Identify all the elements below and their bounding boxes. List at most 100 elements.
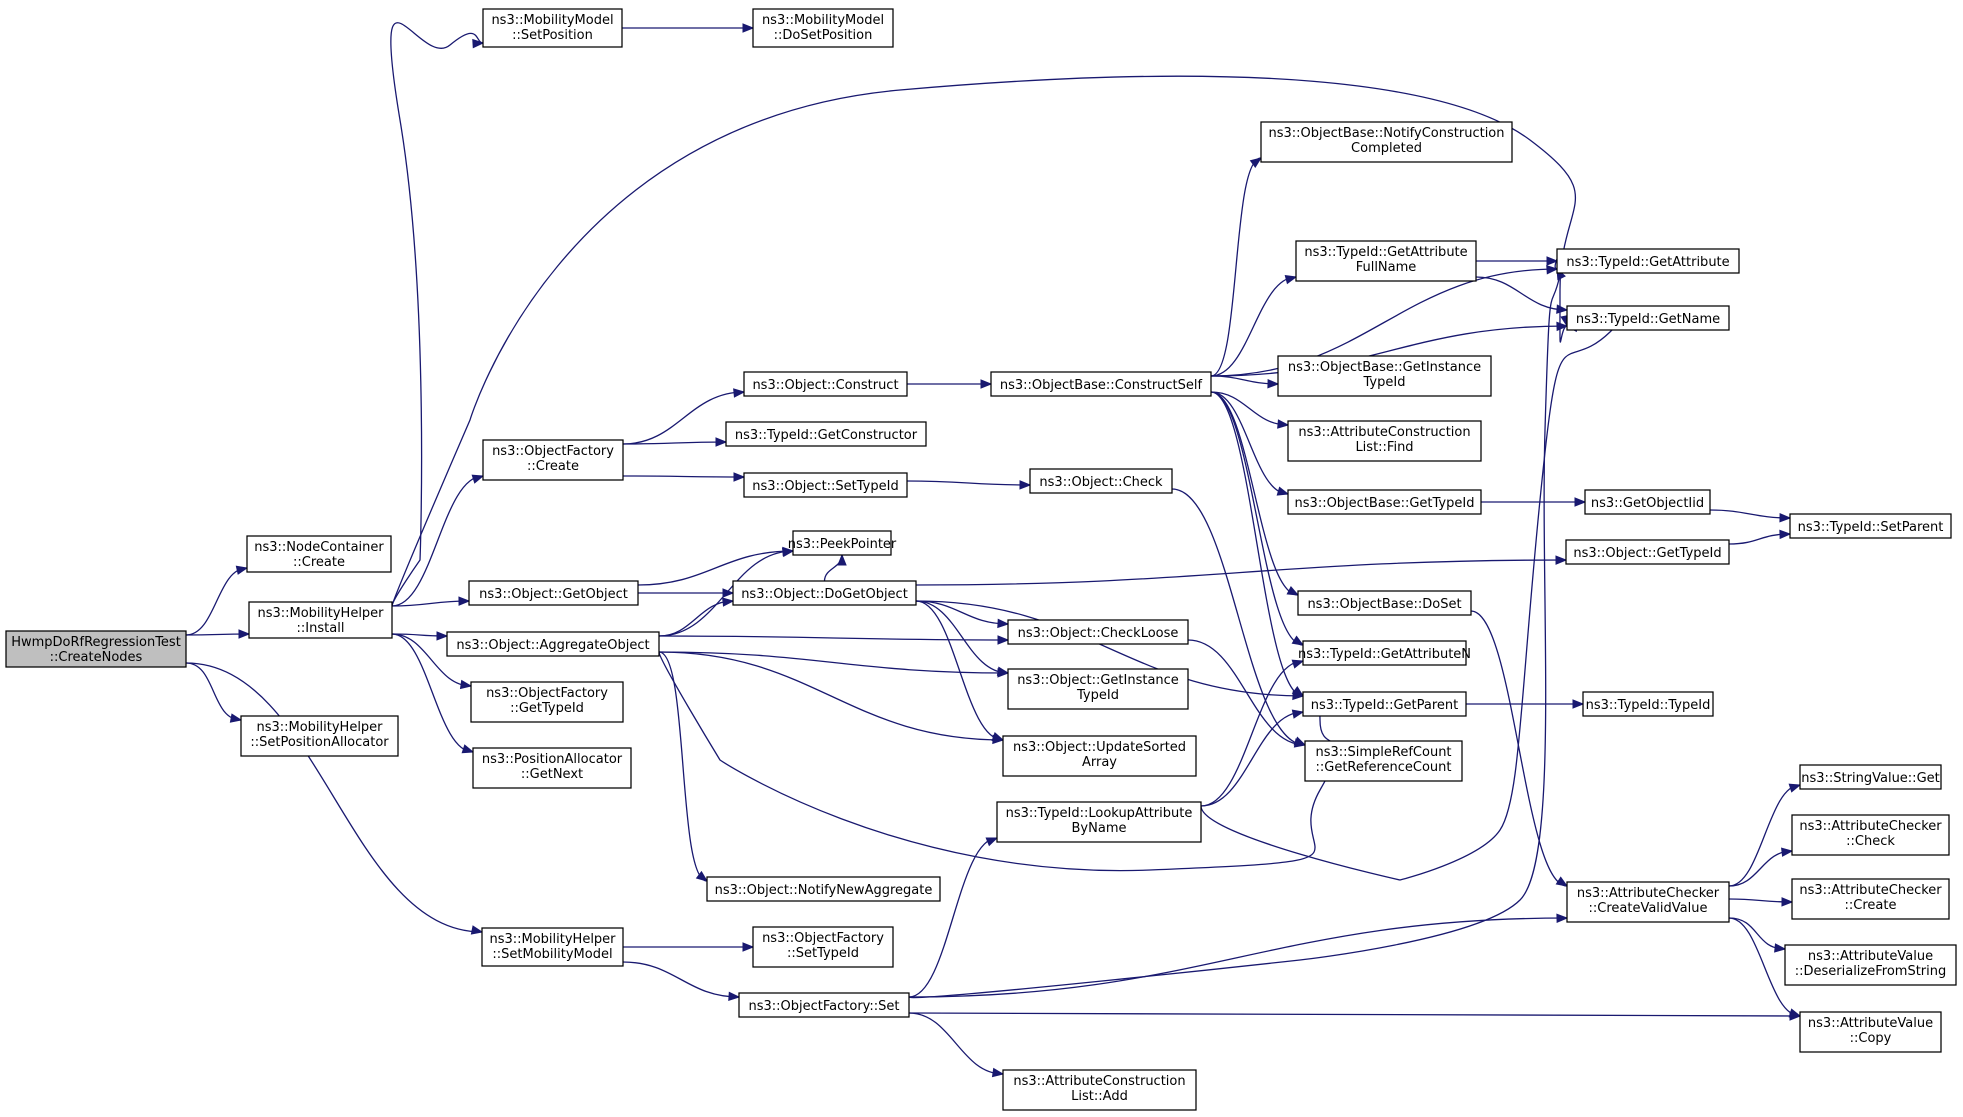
node-label: ::DoSetPosition — [774, 28, 873, 43]
node-ns3-mobilityhelper-setmobilitymodel[interactable]: ns3::MobilityHelper::SetMobilityModel — [481, 927, 624, 967]
node-box — [1565, 539, 1730, 565]
node-ns3-typeid-getattributen[interactable]: ns3::TypeId::GetAttributeN — [1298, 640, 1471, 666]
node-ns3-objectbase-gettypeid[interactable]: ns3::ObjectBase::GetTypeId — [1287, 489, 1482, 515]
node-ns3-object-dogetobject[interactable]: ns3::Object::DoGetObject — [732, 580, 917, 606]
node-box — [792, 530, 892, 556]
edge-n7-n12 — [622, 388, 746, 445]
node-ns3-positionallocator-getnext[interactable]: ns3::PositionAllocator::GetNext — [472, 747, 632, 789]
arrowhead — [997, 618, 1010, 629]
edge-n9-n15 — [658, 547, 795, 637]
node-ns3-objectbase-constructself[interactable]: ns3::ObjectBase::ConstructSelf — [990, 371, 1212, 397]
node-ns3-typeid-getparent[interactable]: ns3::TypeId::GetParent — [1302, 691, 1467, 717]
node-box — [738, 992, 910, 1018]
node-box — [1277, 355, 1492, 397]
node-box — [1791, 814, 1950, 856]
node-box — [706, 876, 941, 902]
node-ns3-object-checkloose[interactable]: ns3::Object::CheckLoose — [1007, 619, 1189, 645]
node-box — [482, 8, 623, 48]
node-ns3-object-getobject[interactable]: ns3::Object::GetObject — [468, 580, 639, 606]
node-ns3-getobjectiid[interactable]: ns3::GetObjectIid — [1584, 489, 1711, 515]
node-ns3-objectfactory-create[interactable]: ns3::ObjectFactory::Create — [482, 439, 624, 481]
node-label: ::SetPositionAllocator — [250, 735, 389, 750]
node-ns3-object-aggregateobject[interactable]: ns3::Object::AggregateObject — [446, 631, 660, 657]
edge-n39-n42 — [1728, 529, 1792, 545]
arrowhead — [229, 713, 243, 723]
node-label: ns3::NodeContainer — [254, 540, 384, 555]
edge-n2-n11 — [391, 633, 475, 754]
node-ns3-mobilitymodel-setposition[interactable]: ns3::MobilityModel::SetPosition — [482, 8, 623, 48]
node-ns3-mobilitymodel-dosetposition[interactable]: ns3::MobilityModel::DoSetPosition — [752, 8, 894, 48]
node-label: ::Copy — [1850, 1031, 1892, 1046]
node-ns3-attributevalue-deserializefromstring[interactable]: ns3::AttributeValue::DeserializeFromStri… — [1784, 944, 1957, 986]
edge-n16-n39 — [915, 555, 1568, 586]
node-box — [1566, 305, 1730, 331]
node-ns3-attributechecker-check[interactable]: ns3::AttributeChecker::Check — [1791, 814, 1950, 856]
node-ns3-objectfactory-set[interactable]: ns3::ObjectFactory::Set — [738, 992, 910, 1018]
node-ns3-objectfactory-settypeid[interactable]: ns3::ObjectFactory::SetTypeId — [752, 926, 894, 968]
node-hwmpdorfregressiontest-createnodes[interactable]: HwmpDoRfRegressionTest::CreateNodes — [5, 630, 187, 668]
node-label: ns3::AttributeValue — [1808, 949, 1933, 964]
node-box — [1029, 468, 1173, 494]
node-ns3-nodecontainer-create[interactable]: ns3::NodeContainer::Create — [246, 535, 392, 573]
node-ns3-object-notifynewaggregate[interactable]: ns3::Object::NotifyNewAggregate — [706, 876, 941, 902]
node-ns3-object-settypeid[interactable]: ns3::Object::SetTypeId — [743, 472, 908, 498]
node-label: ns3::MobilityHelper — [257, 606, 384, 621]
node-ns3-objectbase-notifyconstructioncompleted[interactable]: ns3::ObjectBase::NotifyConstructionCompl… — [1260, 121, 1513, 163]
node-label: ns3::AttributeChecker — [1799, 819, 1942, 834]
node-ns3-object-check[interactable]: ns3::Object::Check — [1029, 468, 1173, 494]
node-ns3-attributevalue-copy[interactable]: ns3::AttributeValue::Copy — [1799, 1011, 1942, 1053]
arrowhead — [471, 474, 485, 484]
edge-n9-n17 — [658, 651, 709, 882]
edge-n41-n45 — [1728, 897, 1794, 907]
node-label: ns3::ObjectBase::GetTypeId — [1295, 496, 1475, 511]
arrowhead — [733, 472, 746, 482]
arrowhead — [1556, 913, 1569, 924]
arrowhead — [1277, 419, 1290, 429]
arrowhead — [997, 635, 1010, 645]
node-ns3-typeid-typeid[interactable]: ns3::TypeId::TypeId — [1582, 691, 1714, 717]
node-ns3-typeid-getconstructor[interactable]: ns3::TypeId::GetConstructor — [725, 421, 927, 447]
node-ns3-mobilityhelper-install[interactable]: ns3::MobilityHelper::Install — [248, 601, 393, 639]
edge-n9-n24 — [658, 651, 1005, 745]
arrowhead — [1546, 264, 1559, 275]
node-label: ns3::MobilityHelper — [489, 932, 616, 947]
node-label: TypeId — [1076, 688, 1119, 703]
node-ns3-typeid-setparent[interactable]: ns3::TypeId::SetParent — [1789, 513, 1952, 539]
node-ns3-stringvalue-get[interactable]: ns3::StringValue::Get — [1799, 764, 1942, 790]
node-ns3-typeid-getattribute[interactable]: ns3::TypeId::GetAttribute — [1556, 248, 1740, 274]
node-label: ns3::MobilityHelper — [256, 720, 383, 735]
edge-n7-n13 — [622, 437, 728, 447]
node-ns3-objectfactory-gettypeid[interactable]: ns3::ObjectFactory::GetTypeId — [470, 681, 624, 723]
node-label: ns3::ObjectFactory::Set — [748, 999, 899, 1014]
node-label: ns3::ObjectFactory — [486, 686, 608, 701]
node-ns3-mobilityhelper-setpositionallocator[interactable]: ns3::MobilityHelper::SetPositionAllocato… — [240, 715, 399, 757]
node-ns3-typeid-getname[interactable]: ns3::TypeId::GetName — [1566, 305, 1730, 331]
edge-n32-n41 — [1470, 610, 1569, 887]
node-ns3-object-gettypeid[interactable]: ns3::Object::GetTypeId — [1565, 539, 1730, 565]
node-label: ::GetNext — [521, 767, 583, 782]
node-box — [1260, 121, 1513, 163]
node-box — [240, 715, 399, 757]
node-box — [470, 681, 624, 723]
arrowhead — [472, 38, 485, 49]
node-ns3-simplerefcount-getreferencecount[interactable]: ns3::SimpleRefCount::GetReferenceCount — [1304, 740, 1463, 782]
node-ns3-attributechecker-createvalidvalue[interactable]: ns3::AttributeChecker::CreateValidValue — [1566, 881, 1730, 923]
edge-n20-n37 — [1210, 321, 1569, 377]
arrowhead — [238, 629, 251, 639]
node-ns3-objectbase-doset[interactable]: ns3::ObjectBase::DoSet — [1297, 590, 1472, 616]
node-ns3-peekpointer[interactable]: ns3::PeekPointer — [788, 530, 897, 556]
node-ns3-object-construct[interactable]: ns3::Object::Construct — [743, 371, 908, 397]
node-box — [996, 801, 1202, 843]
arrowhead — [235, 565, 249, 575]
node-ns3-attributechecker-create[interactable]: ns3::AttributeChecker::Create — [1791, 878, 1950, 920]
node-label: ns3::AttributeConstruction — [1013, 1074, 1185, 1089]
edges-layer — [185, 22, 1802, 1078]
node-label: ns3::Object::NotifyNewAggregate — [715, 883, 933, 898]
